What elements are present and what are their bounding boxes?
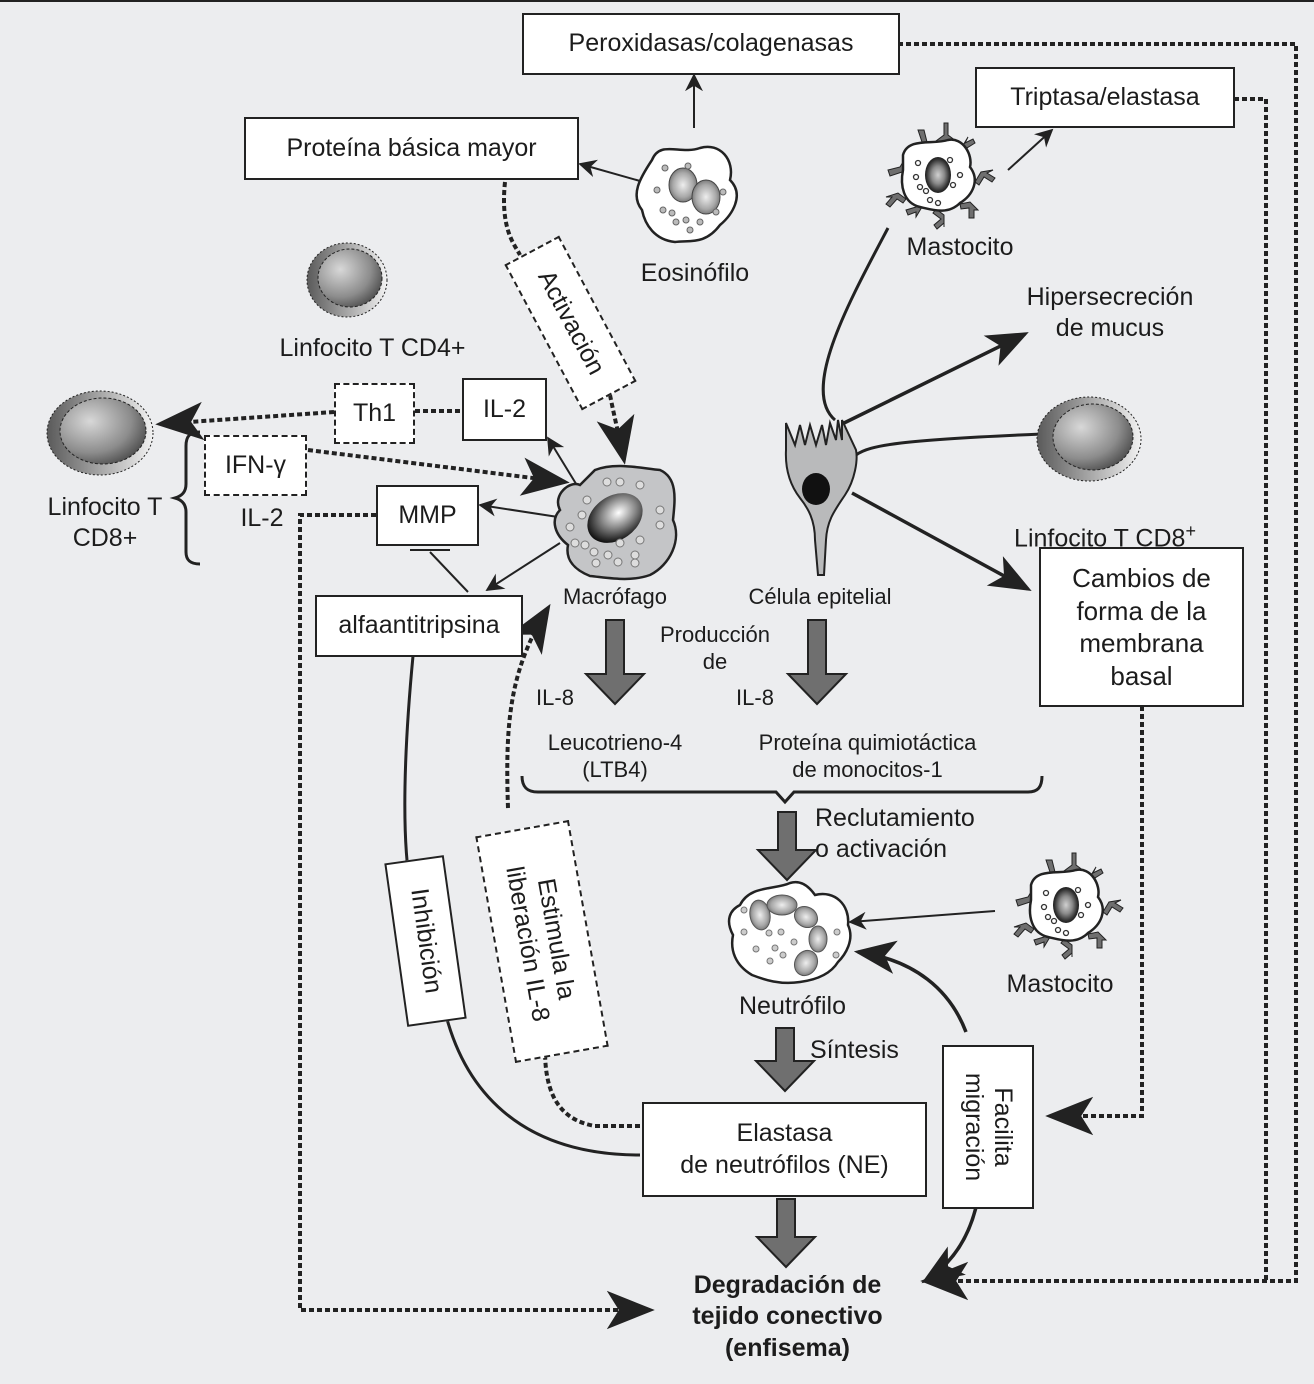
activacion-to-macrofago-line: [596, 394, 635, 465]
il2-left-label: IL-2: [240, 504, 284, 532]
cd8-brace: [169, 430, 201, 566]
lymphocyte-cd8-right-icon: [1036, 396, 1142, 482]
linfocito-cd8-right-label: Linfocito T CD8+: [985, 490, 1225, 553]
epitelial-to-cambios-line: [851, 491, 1032, 592]
triptasa-box: Triptasa/elastasa: [975, 67, 1235, 128]
sintesis-arrow: [753, 1027, 817, 1093]
degradacion-arrow: [754, 1198, 818, 1269]
celula-epitelial-label: Célula epitelial: [748, 584, 892, 609]
linfocito-cd8-right-sup: +: [1185, 520, 1196, 541]
mastocito-bottom-label: Mastocito: [1006, 970, 1114, 998]
facilita-to-degradacion-line: [921, 1197, 980, 1284]
macrofago-to-alfa-line: [485, 542, 561, 591]
epithelial-cell-icon: [784, 419, 858, 576]
il2-box: IL-2: [462, 378, 547, 441]
eosinofilo-label: Eosinófilo: [640, 259, 750, 287]
neutrophil-icon: [727, 880, 852, 985]
ifn-gamma-box: IFN-γ: [204, 435, 307, 496]
epitelial-to-cd8-line: [855, 432, 1043, 457]
facilita-migracion-box: Facilita migración: [942, 1045, 1034, 1209]
macrofago-to-il2-line: [547, 436, 579, 488]
elastasa-to-estimula-line: [543, 1049, 640, 1128]
neutrofilo-label: Neutrófilo: [739, 992, 846, 1020]
proteina-to-activacion-line: [502, 181, 522, 256]
macrofago-production-arrow: [583, 619, 647, 706]
cambios-to-facilita-line: [1045, 706, 1144, 1136]
solid-connectors: [169, 73, 1054, 1284]
epitelial-to-mucus-line: [841, 332, 1029, 426]
dotted-connectors: [155, 42, 1298, 1330]
mastocito-top-label: Mastocito: [906, 233, 1014, 261]
mastocito-to-triptasa-line: [1007, 128, 1054, 171]
il8-left-label: IL-8: [536, 685, 574, 710]
lymphocyte-cd4-icon: [306, 242, 388, 318]
linfocito-cd8-right-text: Linfocito T CD8: [1014, 523, 1186, 552]
cambios-membrana-box: Cambios de forma de la membrana basal: [1039, 547, 1244, 707]
il2-to-degradacion-line: [298, 513, 655, 1330]
peroxidasas-box: Peroxidasas/colagenasas: [522, 13, 900, 75]
lymphocyte-cd8-left-icon: [46, 390, 154, 476]
fat-arrows: [583, 619, 849, 1269]
epitelial-production-arrow: [785, 619, 849, 706]
proteina-basica-box: Proteína básica mayor: [244, 117, 579, 180]
il8-right-label: IL-8: [736, 685, 774, 710]
mmp-box: MMP: [376, 485, 479, 546]
triptasa-to-degradacion-line: [1234, 97, 1268, 1281]
mastocito-to-epitelial-line: [821, 227, 890, 422]
mast-cell-top-icon: [885, 122, 996, 230]
elastasa-neutrofilos-box: Elastasa de neutrófilos (NE): [642, 1102, 927, 1197]
produccion-label: Producción de: [659, 622, 771, 674]
th1-to-cd8-line: [155, 401, 335, 441]
mediators-brace: [520, 775, 1044, 805]
facilita-to-neutrofilo-line: [853, 940, 968, 1033]
eosinofilo-to-proteina-line: [578, 159, 641, 182]
linfocito-cd4-label: Linfocito T CD4+: [279, 334, 466, 362]
alfaantitripsina-box: alfaantitripsina: [315, 595, 523, 657]
reclutamiento-arrow: [755, 811, 819, 882]
inhibicion-to-elastasa-line: [440, 997, 641, 1157]
sintesis-label: Síntesis: [810, 1036, 899, 1064]
ifn-to-macrofago-line: [307, 448, 570, 496]
alfa-inhibits-mmp-line: [410, 549, 469, 593]
macrofago-to-mmp-line: [478, 498, 559, 518]
leucotrieno-label: Leucotrieno-4 (LTB4): [547, 730, 683, 782]
hipersecrecion-label: Hipersecreción de mucus: [1026, 283, 1194, 342]
mast-cell-bottom-icon: [1012, 851, 1125, 961]
macrophage-icon: [553, 464, 678, 581]
frame-border: [0, 0, 1314, 2]
degradacion-label: Degradación de tejido conectivo (enfisem…: [692, 1271, 883, 1362]
eosinophil-icon: [635, 145, 738, 244]
linfocito-cd8-left-label: Linfocito T CD8+: [47, 493, 163, 552]
proteina-quimiotactica-label: Proteína quimiotáctica de monocitos-1: [758, 730, 977, 782]
macrofago-label: Macrófago: [563, 584, 667, 609]
reclutamiento-label: Reclutamiento o activación: [815, 804, 975, 863]
peroxidasas-to-degradacion-line: [898, 42, 1298, 1301]
mastocito-to-neutrofilo-line: [848, 910, 996, 930]
th1-box: Th1: [334, 383, 415, 444]
